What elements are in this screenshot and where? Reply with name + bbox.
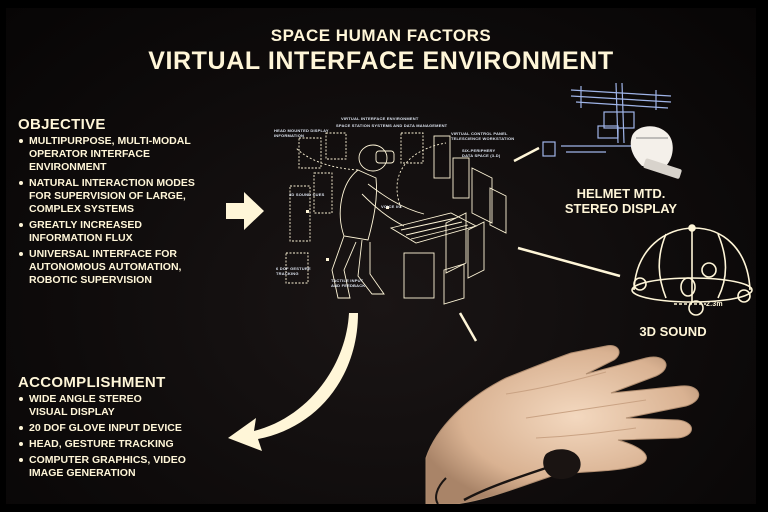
sound-caption: 3D SOUND [639,324,707,339]
objective-item: NATURAL INTERACTION MODES FOR SUPERVISIO… [18,177,218,216]
accomplishment-list: WIDE ANGLE STEREO VISUAL DISPLAY 20 DOF … [18,393,218,483]
diagram-label-voice: VOICE I/O [381,204,402,209]
page-subtitle: SPACE HUMAN FACTORS [270,26,492,45]
schematic-markers [306,206,389,261]
helmet-caption: HELMET MTD. STEREO DISPLAY [564,186,678,216]
objective-list: MULTIPURPOSE, MULTI-MODAL OPERATOR INTER… [18,135,218,290]
space-station-image [542,82,672,157]
data-glove-image [425,344,699,504]
diagram-title: VIRTUAL INTERFACE ENVIRONMENT [341,116,419,121]
diagram-label-3d-sound: 3D SOUND CUES [289,192,325,197]
helmet-icon [630,126,682,179]
accomplishment-item: HEAD, GESTURE TRACKING [18,438,218,451]
page-title: VIRTUAL INTERFACE ENVIRONMENT [148,47,614,75]
diagram-label-space-station: SPACE STATION SYSTEMS AND DATA MANAGEMEN… [336,123,448,128]
sound-diagram-label: 2.3m [706,301,723,308]
virtual-environment-schematic [285,132,507,305]
accomplishment-heading: ACCOMPLISHMENT [18,374,166,391]
curved-arrow-icon [228,313,358,451]
accomplishment-item: 20 DOF GLOVE INPUT DEVICE [18,422,218,435]
diagram-label-workspace: SIX-PERIPHERY DATA SPACE (3-D) [462,148,501,158]
diagram-label-gesture: 6 DOF GESTURE TRACKING [276,266,311,276]
diagram-label-head-mounted: HEAD MOUNTED DISPLAY INFORMATION [274,128,329,138]
objective-item: GREATLY INCREASED INFORMATION FLUX [18,219,218,245]
connector-line-helmet [513,146,540,163]
3d-sound-dome-diagram [631,224,753,316]
slide: SPACE HUMAN FACTORS VIRTUAL INTERFACE EN… [6,8,756,504]
right-arrow-icon [226,192,264,230]
diagram-label-virtual-control: VIRTUAL CONTROL PANEL TELESCIENCE WORKST… [451,131,515,141]
objective-heading: OBJECTIVE [18,116,106,133]
connector-line-glove [458,312,478,342]
objective-item: MULTIPURPOSE, MULTI-MODAL OPERATOR INTER… [18,135,218,174]
accomplishment-item: COMPUTER GRAPHICS, VIDEO IMAGE GENERATIO… [18,454,218,480]
objective-item: UNIVERSAL INTERFACE FOR AUTONOMOUS AUTOM… [18,248,218,287]
diagram-label-tactile: TACTILE INPUT AND FEEDBACK [331,278,366,288]
connector-line-sound [517,246,621,278]
accomplishment-item: WIDE ANGLE STEREO VISUAL DISPLAY [18,393,218,419]
slide-graphics [226,82,753,504]
